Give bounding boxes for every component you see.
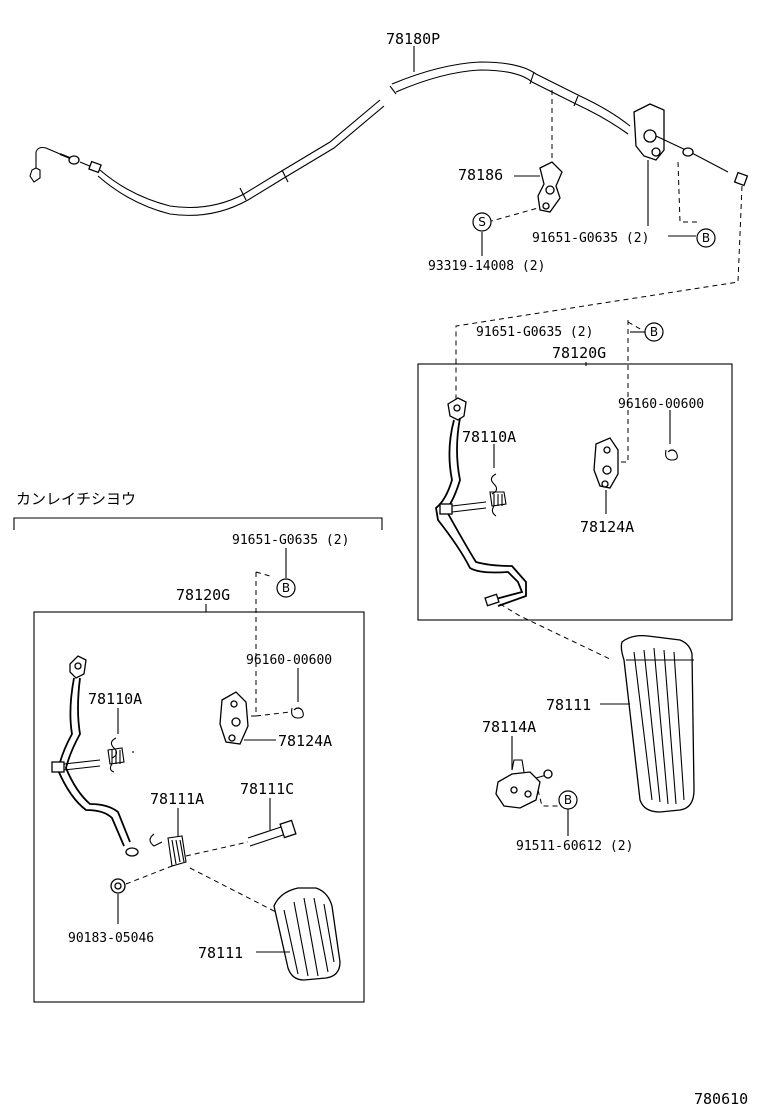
bracket-right <box>593 437 619 489</box>
label-78110a-right: 78110A <box>462 428 516 446</box>
label-78111c: 78111C <box>240 780 294 798</box>
label-91511-60612: 91511-60612 (2) <box>516 839 633 854</box>
section-title: カンレイチシヨウ <box>16 490 136 508</box>
label-78111a: 78111A <box>150 790 204 808</box>
b-marker-right: B <box>558 790 578 810</box>
section-bracket <box>13 517 383 530</box>
label-91651-g0635-mid: 91651-G0635 (2) <box>476 325 593 340</box>
b-marker-left: B <box>276 578 296 598</box>
label-78111-left: 78111 <box>198 944 243 962</box>
label-78110a-left: 78110A <box>88 690 142 708</box>
label-78120g-left: 78120G <box>176 586 230 604</box>
svg-text:B: B <box>282 581 290 595</box>
pedal-left <box>273 887 341 981</box>
label-93319-14008: 93319-14008 (2) <box>428 259 545 274</box>
label-90183-05046: 90183-05046 <box>68 931 154 946</box>
label-91651-g0635-left: 91651-G0635 (2) <box>232 533 349 548</box>
bolt-78111c <box>247 819 297 847</box>
bracket-left <box>219 691 249 745</box>
spring-right <box>489 473 507 517</box>
spring-left <box>107 737 134 773</box>
stopper-right <box>495 759 553 809</box>
diagram-id: 780610 <box>694 1090 748 1108</box>
svg-text:B: B <box>702 231 710 245</box>
b-marker-mid: B <box>644 322 664 342</box>
svg-text:B: B <box>564 793 572 807</box>
label-78120g-right: 78120G <box>552 344 606 362</box>
nut-left <box>110 878 126 894</box>
label-78180p: 78180P <box>386 30 440 48</box>
svg-text:B: B <box>650 325 658 339</box>
clip-right <box>665 449 678 461</box>
label-78124a-left: 78124A <box>278 732 332 750</box>
assembly-box-left <box>33 611 365 1003</box>
bolt-right <box>439 501 487 515</box>
spring-78111a <box>149 833 187 867</box>
label-78114a: 78114A <box>482 718 536 736</box>
clip-left <box>291 707 304 719</box>
b-marker-top: B <box>696 228 716 248</box>
bolt-left <box>51 759 101 773</box>
label-78186: 78186 <box>458 166 503 184</box>
accelerator-lever-left <box>57 655 139 857</box>
accelerator-cable <box>29 61 749 216</box>
svg-text:S: S <box>478 215 486 229</box>
label-78111-right: 78111 <box>546 696 591 714</box>
s-marker-top: S <box>472 212 492 232</box>
label-96160-00600-left: 96160-00600 <box>246 653 332 668</box>
pedal-right <box>620 634 695 813</box>
label-78124a-right: 78124A <box>580 518 634 536</box>
label-96160-00600-right: 96160-00600 <box>618 397 704 412</box>
assembly-box-right <box>417 363 733 621</box>
label-91651-g0635-top: 91651-G0635 (2) <box>532 231 649 246</box>
